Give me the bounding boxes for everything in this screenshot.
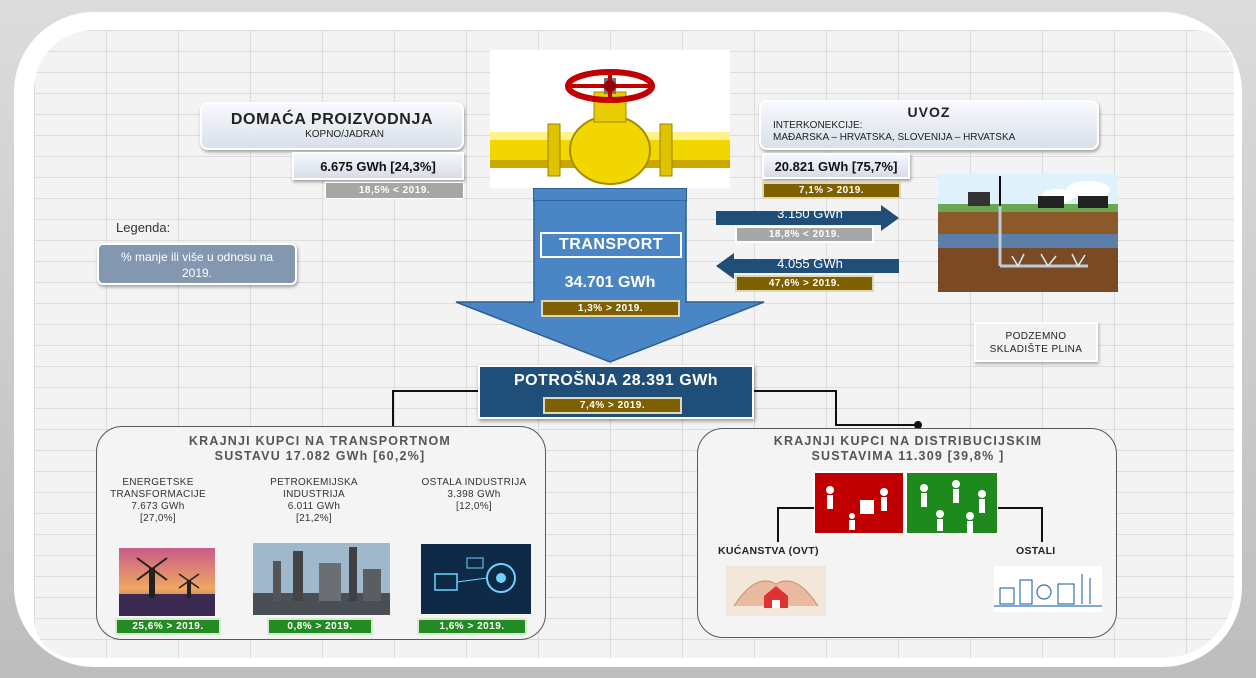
storage-label-line1: PODZEMNO [1005, 331, 1067, 342]
customer-petrochem-change-badge: 0,8% > 2019. [267, 618, 373, 635]
import-value: 20.821 GWh [75,7%] [762, 153, 910, 179]
distribution-customers-title: KRAJNJI KUPCI NA DISTRIBUCIJSKIM SUSTAVI… [712, 434, 1104, 464]
windmills-image [119, 548, 215, 616]
consumption-box: POTROŠNJA 28.391 GWh [478, 365, 754, 419]
customer-energy-change-badge: 25,6% > 2019. [115, 618, 221, 635]
households-label: KUĆANSTVA (OVT) [718, 545, 819, 557]
customer-other-industry-label: OSTALA INDUSTRIJA 3.398 GWh [12,0%] [404, 477, 544, 513]
others-label: OSTALI [1016, 545, 1056, 557]
households-image [726, 566, 826, 616]
storage-label-line2: SKLADIŠTE PLINA [989, 344, 1083, 355]
import-change-badge: 7,1% > 2019. [762, 182, 901, 199]
distribution-customers-title-line1: KRAJNJI KUPCI NA DISTRIBUCIJSKIM [773, 434, 1043, 448]
underground-storage-image [938, 174, 1118, 292]
customer-other-industry-change-badge: 1,6% > 2019. [417, 618, 527, 635]
consumption-change-badge: 7,4% > 2019. [543, 397, 682, 414]
customer-petrochem-name-line2: INDUSTRIJA [283, 489, 345, 500]
domestic-value: 6.675 GWh [24,3%] [292, 152, 464, 180]
legend-box: % manje ili više u odnosu na 2019. [97, 243, 297, 285]
customer-petrochem-value: 6.011 GWh [287, 501, 341, 512]
import-box: UVOZ INTERKONEKCIJE: MAĐARSKA – HRVATSKA… [759, 100, 1099, 150]
import-line2: MAĐARSKA – HRVATSKA, SLOVENIJA – HRVATSK… [773, 132, 1016, 143]
domestic-subtitle: KOPNO/JADRAN [305, 129, 384, 140]
transport-value: 34.701 GWh [564, 274, 656, 291]
import-line1: INTERKONEKCIJE: [773, 120, 863, 131]
transport-arrow [455, 200, 765, 363]
transport-customers-title-line1: KRAJNJI KUPCI NA TRANSPORTNOM [188, 434, 452, 448]
domestic-change-badge: 18,5% < 2019. [325, 182, 464, 199]
transport-change-badge: 1,3% > 2019. [541, 300, 680, 317]
transport-title: TRANSPORT [540, 232, 682, 258]
petrochemical-plant-image [253, 543, 390, 615]
storage-label-box: PODZEMNO SKLADIŠTE PLINA [974, 322, 1098, 362]
legend-title: Legenda: [116, 220, 171, 235]
customer-petrochem-share: [21,2%] [295, 513, 332, 524]
storage-in-change-badge: 47,6% > 2019. [735, 275, 874, 292]
arrow-to-storage [716, 205, 899, 231]
arrow-from-storage [716, 253, 899, 279]
customer-other-industry-share: [12,0%] [455, 501, 492, 512]
customer-petrochem-label: PETROKEMIJSKA INDUSTRIJA 6.011 GWh [21,2… [262, 477, 366, 525]
customer-other-industry-name-line1: OSTALA INDUSTRIJA [421, 477, 527, 488]
customer-energy-label: ENERGETSKE TRANSFORMACIJE 7.673 GWh [27,… [106, 477, 210, 525]
storage-out-change-badge: 18,8% < 2019. [735, 226, 874, 243]
others-image [994, 566, 1102, 612]
transport-customers-title: KRAJNJI KUPCI NA TRANSPORTNOM SUSTAVU 17… [110, 434, 530, 464]
distribution-customers-title-line2: SUSTAVIMA 11.309 [39,8% ] [811, 449, 1005, 463]
transport-customers-title-line2: SUSTAVU 17.082 GWh [60,2%] [214, 449, 426, 463]
storage-out-value: 3.150 GWh [777, 206, 843, 221]
customer-energy-share: [27,0%] [139, 513, 176, 524]
customer-energy-value: 7.673 GWh [131, 501, 185, 512]
import-title: UVOZ [907, 104, 951, 120]
valve-illustration [490, 50, 730, 188]
industry-tech-image [421, 544, 531, 614]
customer-energy-name-line1: ENERGETSKE [122, 477, 194, 488]
customer-energy-name-line2: TRANSFORMACIJE [110, 489, 206, 500]
domestic-production-box: DOMAĆA PROIZVODNJA KOPNO/JADRAN [200, 102, 464, 150]
customer-other-industry-value: 3.398 GWh [447, 489, 501, 500]
domestic-title: DOMAĆA PROIZVODNJA [230, 111, 434, 128]
storage-in-value: 4.055 GWh [777, 256, 843, 271]
gas-valve-icon [490, 69, 730, 185]
distribution-network-graphic [777, 471, 1043, 542]
customer-petrochem-name-line1: PETROKEMIJSKA [270, 477, 358, 488]
consumption-title: POTROŠNJA 28.391 GWh [513, 372, 719, 389]
